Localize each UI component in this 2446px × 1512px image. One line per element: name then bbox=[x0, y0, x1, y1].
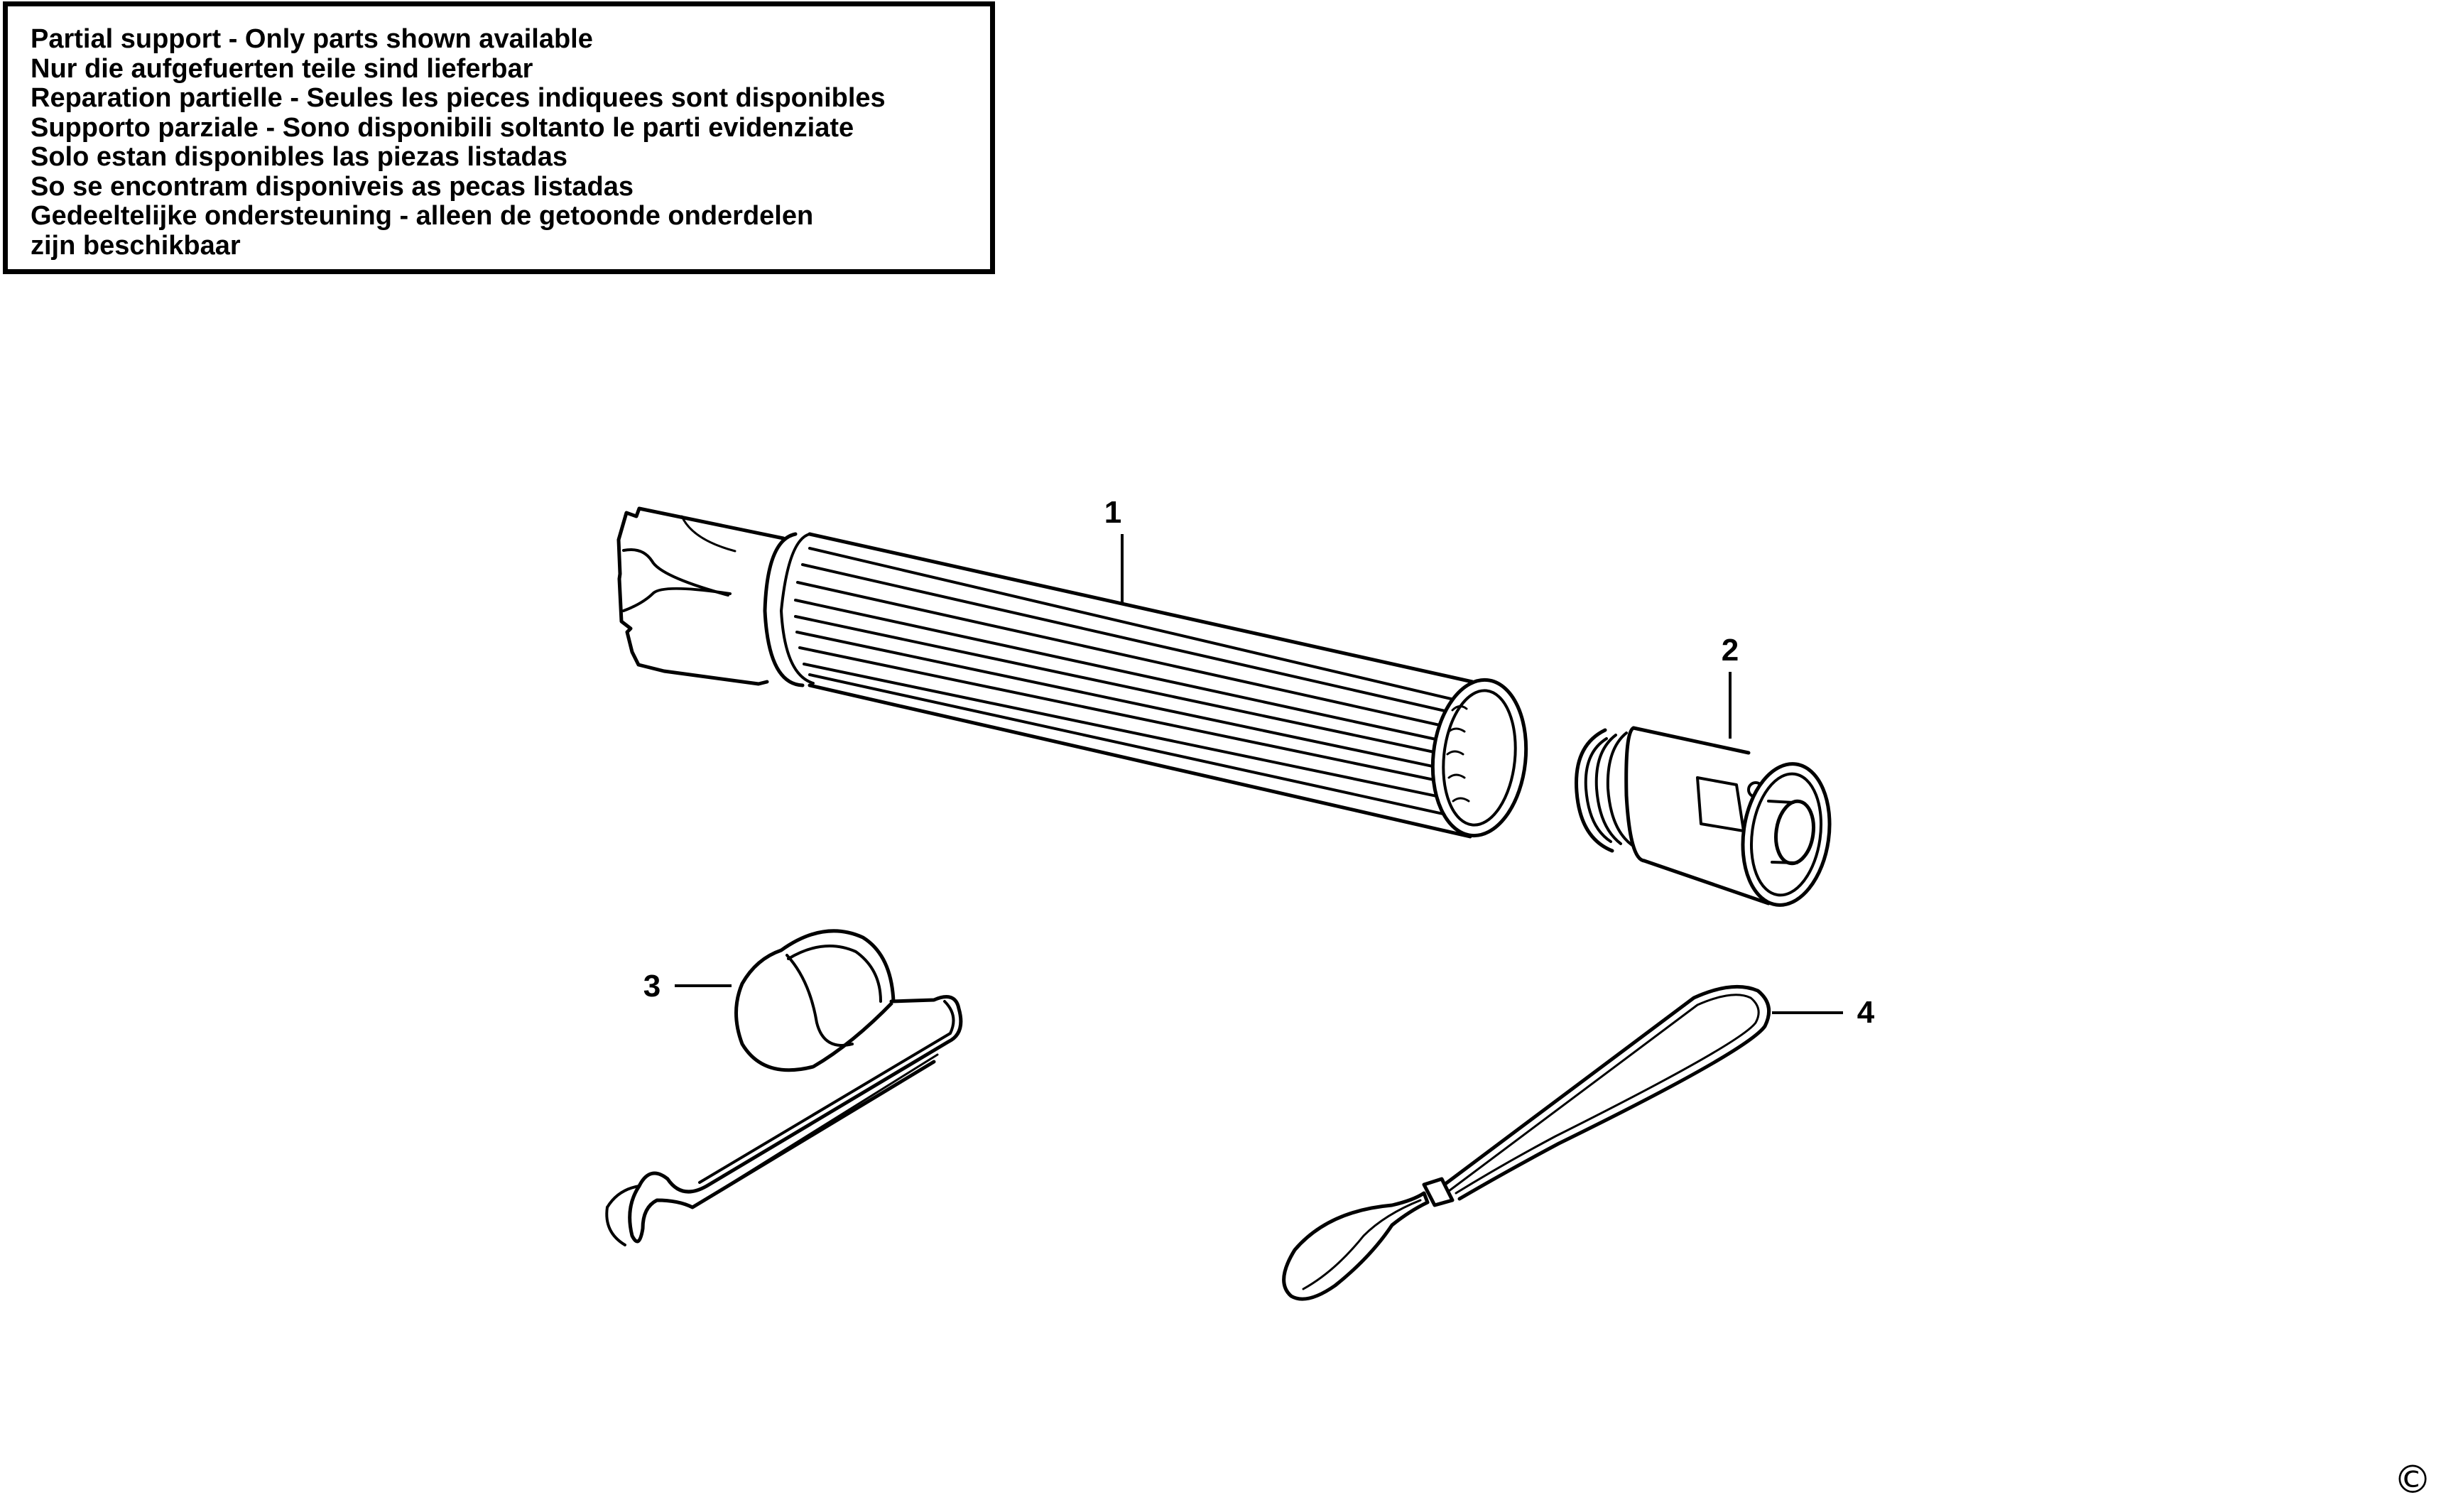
notice-line-pt: So se encontram disponiveis as pecas lis… bbox=[31, 171, 634, 202]
notice-line-en: Partial support - Only parts shown avail… bbox=[31, 24, 593, 54]
notice-line-nl: Gedeeltelijke ondersteuning - alleen de … bbox=[31, 201, 814, 231]
callout-label-2: 2 bbox=[1722, 633, 1739, 668]
part-1-barrel bbox=[616, 506, 1528, 839]
callout-label-4: 4 bbox=[1857, 995, 1875, 1030]
notice-line-nl-cont: zijn beschikbaar bbox=[31, 230, 241, 261]
callout-3: 3 bbox=[643, 969, 732, 1004]
notice-line-it: Supporto parziale - Sono disponibili sol… bbox=[31, 112, 854, 143]
part-4-wrist-strap bbox=[1282, 984, 1771, 1301]
part-2-end-cap bbox=[1575, 726, 1832, 907]
callout-label-1: 1 bbox=[1104, 495, 1121, 530]
callout-1: 1 bbox=[1104, 495, 1124, 604]
callout-label-3: 3 bbox=[643, 969, 661, 1004]
copyright-mark: © bbox=[2393, 1457, 2432, 1502]
callout-2: 2 bbox=[1722, 633, 1739, 739]
callout-4: 4 bbox=[1772, 995, 1875, 1030]
part-3-pocket-clip bbox=[605, 929, 963, 1246]
partial-support-notice: Partial support - Only parts shown avail… bbox=[3, 1, 995, 274]
notice-line-de: Nur die aufgefuerten teile sind lieferba… bbox=[31, 53, 533, 84]
notice-line-es: Solo estan disponibles las piezas listad… bbox=[31, 142, 568, 172]
notice-line-fr: Reparation partielle - Seules les pieces… bbox=[31, 83, 886, 113]
